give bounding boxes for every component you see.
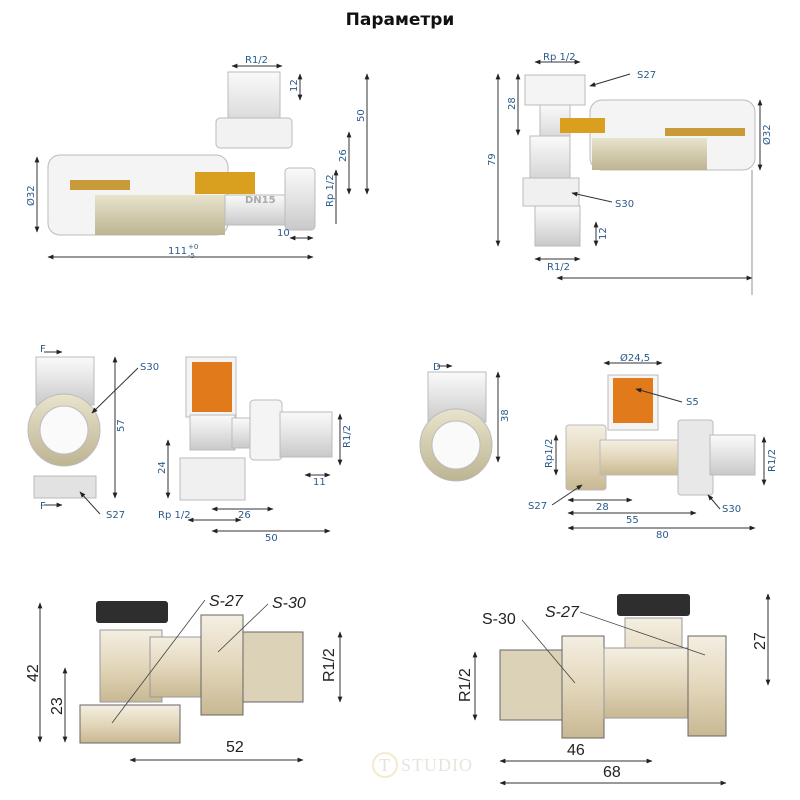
hex-s27 (687, 635, 727, 737)
label-s30: S-30 (482, 611, 516, 628)
branch (149, 636, 206, 698)
dim-42: 42 (25, 664, 42, 682)
dim-52: 52 (226, 739, 244, 756)
drawing-bottom-left: S-27 S-30 42 23 R1/2 52 (25, 593, 343, 763)
dim-68: 68 (603, 764, 621, 781)
label-f-top: F (40, 344, 46, 355)
dim-50: 50 (356, 109, 367, 122)
orange-insert (613, 378, 653, 423)
dim-r12: R1/2 (245, 55, 268, 66)
spring (70, 180, 130, 190)
dim-27: 27 (752, 632, 769, 650)
watermark-logo-icon: T (372, 752, 398, 778)
drawing-top-left: DN15 R1/2 12 50 26 Rp 1/2 Ø32 10 111 +0 … (25, 55, 370, 260)
cap (617, 594, 690, 616)
dim-28: 28 (596, 502, 609, 513)
orange-insert (192, 362, 232, 412)
label-s30: S-30 (272, 595, 306, 612)
label-s27: S27 (528, 501, 547, 512)
label-s27: S27 (637, 70, 656, 81)
label-s27: S-27 (209, 593, 244, 610)
hex-s30 (200, 614, 244, 716)
dim-d32: Ø32 (25, 185, 37, 206)
dn-label: DN15 (245, 195, 276, 206)
insert (560, 118, 605, 133)
dim-26: 26 (238, 510, 251, 521)
union-nut (249, 399, 283, 461)
tailpiece (279, 411, 333, 458)
dim-rp12: Rp 1/2 (325, 174, 336, 207)
head-band (95, 195, 225, 235)
hex-s30 (561, 635, 605, 739)
label-s30: S30 (615, 199, 634, 210)
dim-d245: Ø24,5 (620, 352, 650, 364)
label-s5: S5 (686, 397, 699, 408)
dim-tol-lower: -5 (188, 252, 195, 260)
thread-r12 (499, 649, 563, 721)
bottom-nut (179, 457, 246, 501)
dim-57: 57 (116, 419, 127, 432)
label-s30: S30 (722, 504, 741, 515)
dim-12: 12 (598, 227, 609, 240)
drawing-bottom-right: S-30 S-27 27 R1/2 46 68 (457, 593, 771, 786)
watermark-text: STUDIO (401, 755, 473, 775)
insert (195, 172, 255, 194)
label-s30: S30 (140, 362, 159, 373)
dim-12: 12 (289, 79, 300, 92)
side-outlet (284, 167, 316, 231)
dim-r12: R1/2 (457, 668, 474, 702)
dim-28: 28 (507, 97, 518, 110)
dim-rp12: Rp 1/2 (543, 52, 576, 63)
dim-rp12: Rp1/2 (544, 439, 555, 468)
union-nut (215, 117, 293, 149)
label-s27: S27 (106, 510, 125, 521)
top-nut (524, 74, 586, 106)
dim-26: 26 (338, 149, 349, 162)
hex-s27 (79, 704, 181, 744)
dim-d32: Ø32 (761, 124, 773, 145)
union-nut-s30 (677, 419, 714, 496)
label-d: D (433, 362, 441, 373)
dim-79: 79 (487, 153, 498, 166)
dim-80: 80 (656, 530, 669, 541)
drawing-middle-right: D 38 Ø24,5 S5 Rp1/2 R1/2 S27 S30 28 55 8… (419, 352, 778, 541)
spring (665, 128, 745, 136)
front-hex (33, 475, 97, 499)
drawing-middle-left: F F S30 57 S27 24 R1/2 11 Rp 1/2 26 50 (27, 344, 353, 544)
dim-111: 111 (168, 246, 187, 257)
head-band (592, 138, 707, 170)
dim-rp12: Rp 1/2 (158, 510, 191, 521)
bottom-thread (534, 205, 581, 247)
dim-46: 46 (567, 742, 585, 759)
dim-r12: R1/2 (342, 425, 353, 448)
dim-23: 23 (49, 697, 66, 715)
body (189, 414, 236, 451)
run (603, 647, 695, 719)
label-s27: S-27 (545, 604, 580, 621)
label-f-bottom: F (40, 501, 46, 512)
dim-38: 38 (500, 409, 511, 422)
cap (96, 601, 168, 623)
dim-55: 55 (626, 515, 639, 526)
dim-r12: R1/2 (321, 648, 338, 682)
dim-11: 11 (313, 477, 326, 488)
union-nut-s30 (522, 177, 580, 207)
dim-24: 24 (157, 461, 168, 474)
thread-r12 (242, 631, 304, 703)
front-bore (39, 405, 89, 455)
tailpiece (709, 434, 756, 476)
page-title: Параметри (345, 10, 455, 30)
dim-r12: R1/2 (767, 449, 778, 472)
drawing-top-right: Rp 1/2 S27 28 79 Ø32 S30 12 R1/2 (487, 52, 773, 295)
dim-r12: R1/2 (547, 262, 570, 273)
dim-10: 10 (277, 228, 290, 239)
front-bore (431, 420, 481, 470)
body (599, 439, 691, 476)
dim-50: 50 (265, 533, 278, 544)
dim-tol-upper: +0 (188, 243, 198, 251)
